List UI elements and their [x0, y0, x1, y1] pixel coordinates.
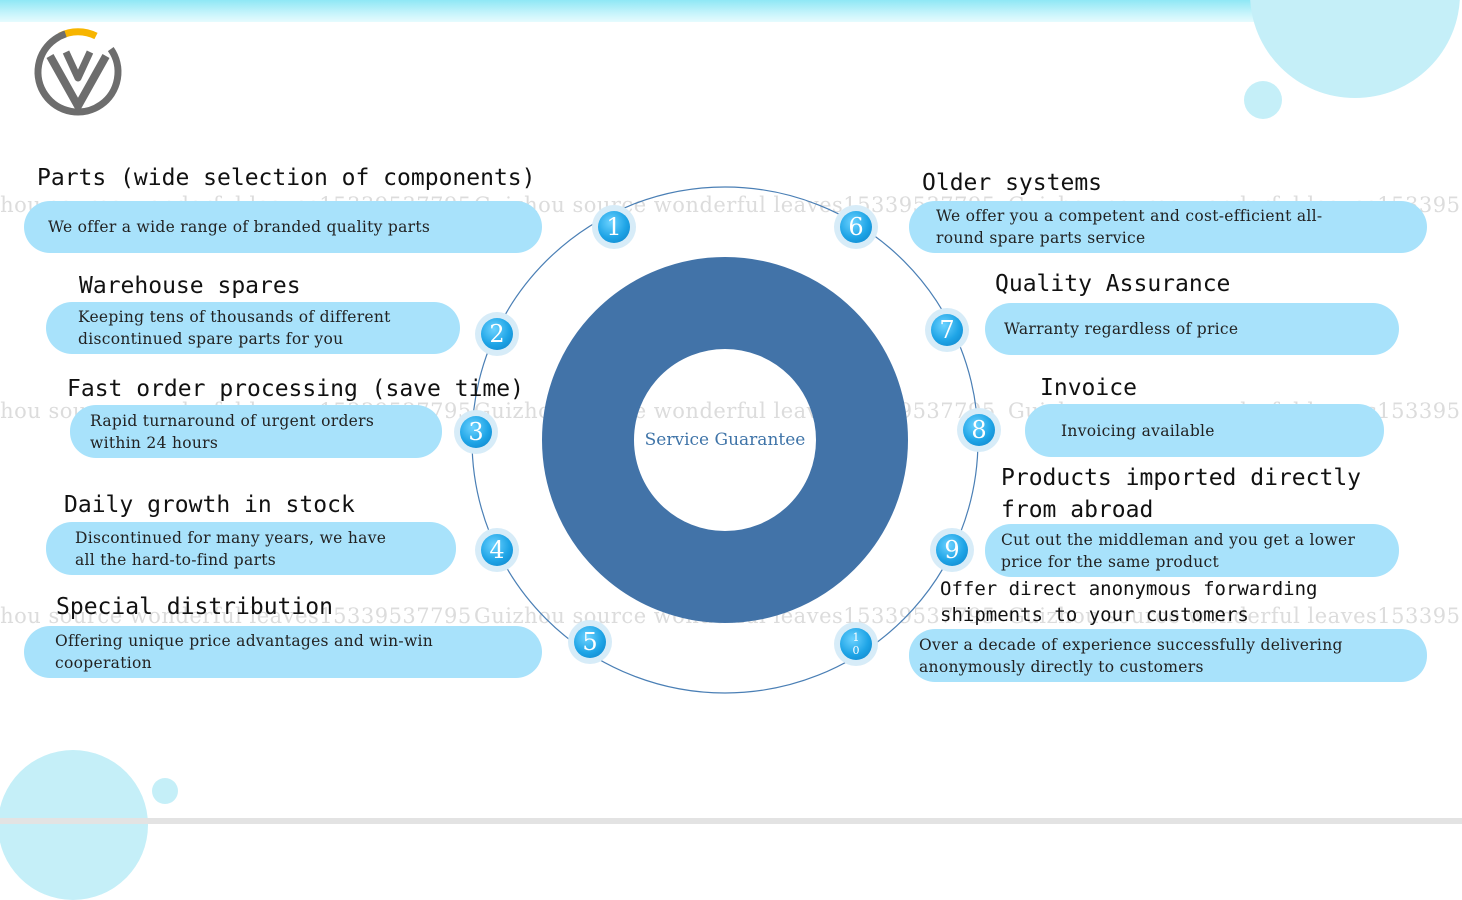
item-1-badge: 1 — [592, 205, 636, 249]
item-2-box: Keeping tens of thousands of different d… — [46, 302, 460, 354]
item-6-badge: 6 — [834, 205, 878, 249]
decor-dot-top-right — [1244, 81, 1282, 119]
brand-logo — [34, 28, 122, 116]
bottom-divider — [0, 818, 1462, 824]
item-3-box: Rapid turnaround of urgent orders within… — [70, 405, 442, 458]
item-10-description: Over a decade of experience successfully… — [919, 635, 1343, 676]
item-5-title: Special distribution — [56, 594, 333, 620]
item-4-badge: 4 — [475, 528, 519, 572]
item-8-description: Invoicing available — [1061, 421, 1215, 440]
item-4-title: Daily growth in stock — [64, 492, 355, 518]
item-7-description: Warranty regardless of price — [1004, 320, 1239, 338]
item-6-box: We offer you a competent and cost-effici… — [909, 201, 1427, 253]
item-3-title: Fast order processing (save time) — [67, 376, 524, 402]
item-1-number: 1 — [598, 211, 630, 243]
item-6-title: Older systems — [922, 170, 1103, 196]
item-10-badge: 10 — [834, 622, 878, 666]
item-8-title: Invoice — [1040, 375, 1137, 401]
watermark-row-2: Guizhou source wonderful leaves153395377… — [474, 193, 996, 217]
item-6-description: We offer you a competent and cost-effici… — [936, 207, 1323, 247]
item-1-box: We offer a wide range of branded quality… — [24, 201, 542, 253]
service-ring — [542, 257, 908, 623]
item-5-box: Offering unique price advantages and win… — [24, 626, 542, 678]
item-5-number: 5 — [574, 626, 606, 658]
item-1-title: Parts (wide selection of components) — [37, 165, 536, 191]
item-10-title: Offer direct anonymous forwarding shipme… — [940, 578, 1318, 626]
item-2-description: Keeping tens of thousands of different d… — [78, 308, 391, 348]
item-2-number: 2 — [481, 318, 513, 350]
item-5-description: Offering unique price advantages and win… — [55, 632, 434, 672]
watermark-row-7: Guizhou source wonderful leaves153395377… — [0, 604, 472, 628]
item-9-description: Cut out the middleman and you get a lowe… — [1001, 530, 1356, 571]
item-7-number: 7 — [931, 314, 963, 346]
item-8-box: Invoicing available — [1025, 404, 1384, 457]
center-label: Service Guarantee — [644, 430, 806, 450]
item-5-badge: 5 — [568, 620, 612, 664]
item-6-number: 6 — [840, 211, 872, 243]
item-2-title: Warehouse spares — [79, 273, 301, 299]
item-4-description: Discontinued for many years, we have all… — [75, 528, 387, 569]
item-9-badge: 9 — [930, 528, 974, 572]
item-10-box: Over a decade of experience successfully… — [909, 629, 1427, 682]
item-7-box: Warranty regardless of price — [985, 303, 1399, 355]
top-banner-bar — [0, 0, 1270, 22]
item-4-number: 4 — [481, 534, 513, 566]
item-2-badge: 2 — [475, 312, 519, 356]
item-9-number: 9 — [936, 534, 968, 566]
item-10-number: 10 — [840, 628, 872, 660]
item-8-badge: 8 — [957, 408, 1001, 452]
item-1-description: We offer a wide range of branded quality… — [48, 218, 431, 236]
item-8-number: 8 — [963, 414, 995, 446]
item-3-number: 3 — [460, 416, 492, 448]
item-9-title: Products imported directly from abroad — [1001, 465, 1362, 523]
watermark-row-9: Guizhou source wonderful leaves153395377… — [1008, 604, 1462, 628]
item-7-title: Quality Assurance — [995, 271, 1231, 297]
item-3-badge: 3 — [454, 410, 498, 454]
decor-dot-bottom-left — [152, 778, 178, 804]
item-3-description: Rapid turnaround of urgent orders within… — [90, 411, 375, 452]
item-4-box: Discontinued for many years, we have all… — [46, 522, 456, 575]
item-7-badge: 7 — [925, 308, 969, 352]
item-9-box: Cut out the middleman and you get a lowe… — [985, 524, 1399, 577]
